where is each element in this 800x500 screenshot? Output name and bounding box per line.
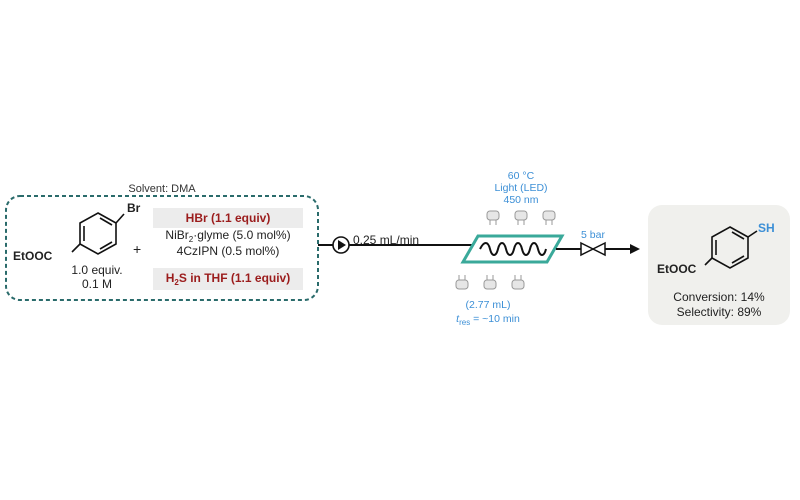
selectivity-label: Selectivity: 89% (676, 305, 762, 319)
light-label: Light (LED) (494, 182, 548, 194)
valve-icon (580, 241, 606, 257)
conversion-label: Conversion: 14% (673, 290, 765, 304)
catalyst-label: NiBr2·glyme (5.0 mol%) (165, 228, 291, 244)
product-thiol: SH (758, 221, 775, 235)
h2s-label: H2S in THF (1.1 equiv) (165, 271, 291, 287)
reactant-ester: EtOOC (13, 249, 53, 263)
led-bottom-1-icon (455, 275, 469, 290)
led-bottom-2-icon (483, 275, 497, 290)
pressure-label: 5 bar (581, 229, 605, 241)
wavelength-label: 450 nm (503, 194, 539, 206)
reagent-container (5, 195, 319, 301)
reactant-structure (71, 212, 125, 255)
reactant-concentration: 0.1 M (81, 277, 113, 291)
hbr-label: HBr (1.1 equiv) (185, 211, 271, 225)
pump-icon (332, 236, 350, 254)
product-ester: EtOOC (657, 262, 697, 276)
h2s-highlight (153, 268, 303, 290)
photocatalyst-label: 4CzIPN (0.5 mol%) (176, 244, 280, 258)
plus-sign: + (133, 241, 142, 257)
photoreactor (460, 234, 565, 264)
product-structure (704, 226, 758, 269)
led-bottom-3-icon (511, 275, 525, 290)
product-panel (648, 205, 790, 325)
reactant-bromo: Br (127, 201, 141, 215)
reactor-volume-label: (2.77 mL) (465, 299, 511, 311)
arrow-head-icon (630, 244, 640, 254)
hbr-highlight (153, 208, 303, 228)
reactant-equiv: 1.0 equiv. (71, 263, 123, 277)
residence-time-label: tres = ~10 min (456, 313, 520, 327)
led-top-1-icon (486, 210, 500, 225)
solvent-label: Solvent: DMA (128, 183, 196, 195)
led-top-2-icon (514, 210, 528, 225)
flow-rate-label: 0.25 mL/min (353, 233, 420, 247)
temperature-label: 60 °C (507, 170, 535, 182)
led-top-3-icon (542, 210, 556, 225)
